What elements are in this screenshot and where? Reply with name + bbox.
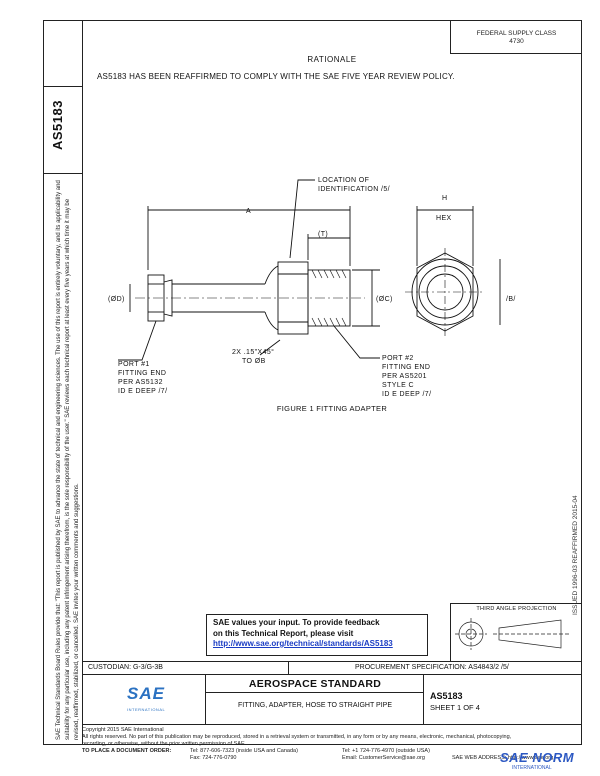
sae-logo-sub: INTERNATIONAL — [127, 707, 166, 712]
custodian-text: CUSTODIAN: G-3/G-3B — [88, 664, 163, 671]
standard-title: AEROSPACE STANDARD — [248, 678, 382, 690]
fed-supply-line2: 4730 — [509, 38, 524, 45]
left-margin-divider — [82, 20, 83, 745]
footer-order-label: TO PLACE A DOCUMENT ORDER: — [82, 748, 172, 754]
label-b: /B/ — [506, 296, 516, 303]
port2-line5: ID E DEEP /7/ — [382, 391, 431, 398]
port2-line2: FITTING END — [382, 364, 430, 371]
band-separator — [288, 662, 289, 674]
footer-row-contact: Fax: 724-776-0790 Email: CustomerService… — [82, 755, 582, 762]
feedback-line1: SAE values your input. To provide feedba… — [213, 618, 380, 627]
label-a: A — [246, 208, 251, 215]
doc-number-vertical: AS5183 — [50, 100, 65, 150]
footer-tel2: Tel: +1 724-776-4970 (outside USA) — [342, 748, 430, 754]
custodian-band: CUSTODIAN: G-3/G-3B PROCUREMENT SPECIFIC… — [82, 661, 582, 675]
feedback-box: SAE values your input. To provide feedba… — [206, 614, 428, 656]
part-title: FITTING, ADAPTER, HOSE TO STRAIGHT PIPE — [237, 702, 393, 709]
footer-fax: Fax: 724-776-0790 — [190, 755, 237, 761]
port1-line2: FITTING END — [118, 370, 166, 377]
footer-tel1: Tel: 877-606-7323 (inside USA and Canada… — [190, 748, 298, 754]
label-hex: HEX — [436, 215, 452, 222]
label-h: H — [442, 195, 447, 202]
label-chamfer2: TO ØB — [242, 358, 266, 365]
label-location: LOCATION OF — [318, 177, 369, 184]
doc-number: AS5183 — [430, 691, 463, 701]
sae-logo: SAE — [127, 684, 165, 703]
footer-web[interactable]: SAE WEB ADDRESS: http://www.sae.org — [452, 755, 554, 761]
label-c: (ØC) — [376, 296, 393, 303]
footer-rights2: recording, or otherwise, without the pri… — [82, 741, 247, 747]
watermark-logo: SAE NORM — [500, 750, 575, 765]
port1-line4: ID E DEEP /7/ — [118, 388, 167, 395]
procurement-spec-text: PROCUREMENT SPECIFICATION: AS4843/2 /5/ — [355, 664, 509, 671]
doc-number-box — [43, 86, 83, 174]
leader-identification — [289, 179, 315, 259]
port2-line3: PER AS5201 — [382, 373, 427, 380]
leader-port2 — [333, 325, 380, 359]
third-angle-symbol — [455, 618, 569, 650]
leader-chamfer — [259, 339, 281, 356]
doc-number-cell: AS5183 SHEET 1 OF 4 — [424, 675, 582, 725]
page-frame — [43, 20, 582, 745]
rationale-title: RATIONALE — [307, 55, 357, 64]
watermark-sub: INTERNATIONAL — [512, 765, 552, 771]
footer-email[interactable]: Email: CustomerService@sae.org — [342, 755, 425, 761]
fed-supply-line1: FEDERAL SUPPLY CLASS — [476, 30, 557, 37]
third-angle-title: THIRD ANGLE PROJECTION — [476, 606, 557, 612]
sae-logo-cell: SAE INTERNATIONAL — [82, 675, 206, 725]
drawing-svg: LOCATION OF IDENTIFICATION /5/ A H HEX (… — [108, 177, 516, 398]
port1-line3: PER AS5132 — [118, 379, 163, 386]
rationale-text: AS5183 HAS BEEN REAFFIRMED TO COMPLY WIT… — [97, 72, 455, 81]
pipe-end — [307, 269, 351, 327]
footer: Copyright 2015 SAE International All rig… — [82, 727, 582, 762]
fitting-adapter-drawing: LOCATION OF IDENTIFICATION /5/ A H HEX (… — [90, 170, 560, 400]
title-block: SAE INTERNATIONAL AEROSPACE STANDARD FIT… — [82, 675, 582, 725]
left-legal-text: SAE Technical Standards Board Rules prov… — [56, 180, 80, 740]
label-identification: IDENTIFICATION /5/ — [318, 186, 390, 193]
feedback-link[interactable]: http://www.sae.org/technical/standards/A… — [213, 639, 393, 648]
issue-dates-vertical: ISSUED 1996-03 REAFFIRMED 2015-04 — [572, 495, 579, 615]
port1-line1: PORT #1 — [118, 361, 150, 368]
third-angle-projection-box: THIRD ANGLE PROJECTION — [450, 603, 582, 661]
title-cell: AEROSPACE STANDARD FITTING, ADAPTER, HOS… — [206, 675, 424, 725]
figure-caption: FIGURE 1 FITTING ADAPTER — [276, 404, 388, 413]
port2-line4: STYLE C — [382, 382, 414, 389]
label-t: (T) — [318, 231, 328, 238]
footer-row-order: TO PLACE A DOCUMENT ORDER: Tel: 877-606-… — [82, 748, 582, 755]
leader-port1 — [118, 320, 157, 361]
footer-rights: All rights reserved. No part of this pub… — [82, 734, 512, 740]
federal-supply-class-box: FEDERAL SUPPLY CLASS 4730 — [450, 20, 582, 54]
port2-line1: PORT #2 — [382, 355, 414, 362]
footer-copyright: Copyright 2015 SAE International — [82, 727, 164, 733]
label-d: (ØD) — [108, 296, 125, 303]
feedback-line2: on this Technical Report, please visit — [213, 628, 354, 638]
title-rule — [206, 692, 424, 693]
sheet-number: SHEET 1 OF 4 — [430, 703, 480, 712]
label-chamfer1: 2X .15"X45° — [232, 348, 274, 356]
